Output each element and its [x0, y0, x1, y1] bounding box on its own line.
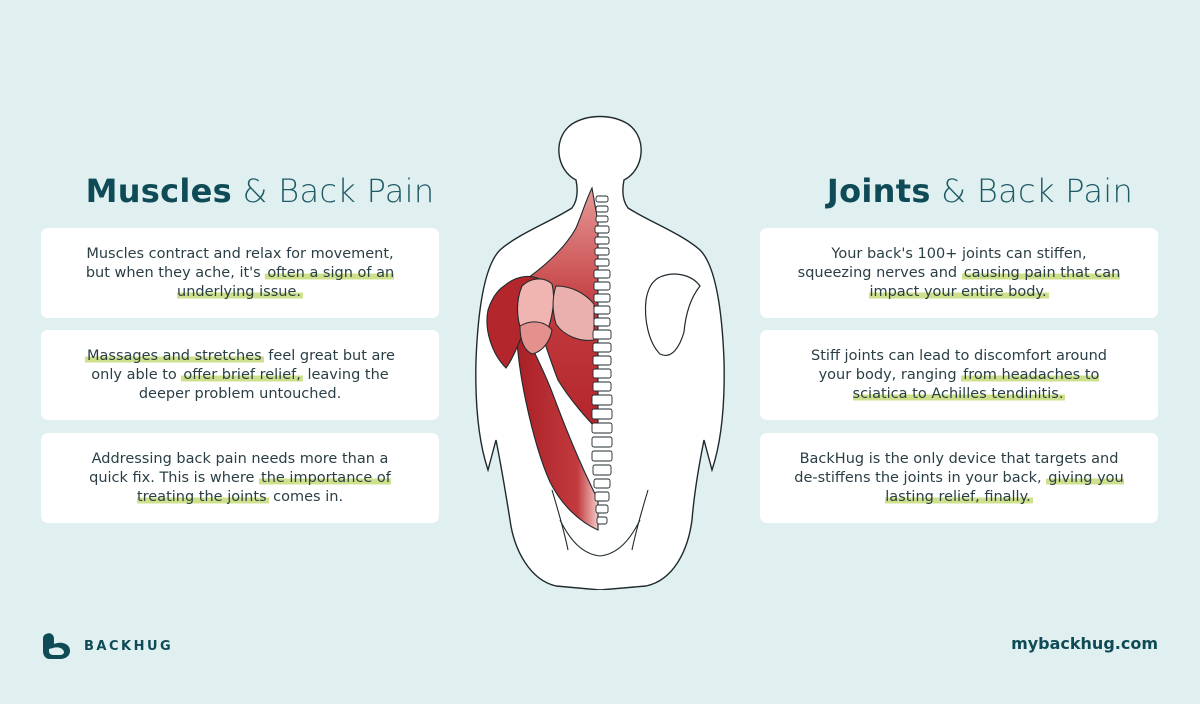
body-text: feel great but are only able to	[91, 347, 395, 383]
muscles-card-3-text: Addressing back pain needs more than a q…	[75, 450, 405, 507]
pelvis-outline	[559, 519, 641, 557]
body-outline	[475, 115, 725, 590]
backhug-logo-icon	[43, 633, 70, 659]
rhomboid-muscle	[552, 285, 595, 341]
lower-back-line-left	[551, 489, 569, 551]
muscles-card-2: Massages and stretches feel great but ar…	[41, 330, 439, 420]
body-text: Addressing back pain needs more than a q…	[89, 450, 389, 486]
joints-heading-strong: Joints	[826, 172, 931, 210]
lower-back-line-right	[631, 489, 649, 551]
muscles-card-2-text: Massages and stretches feel great but ar…	[75, 347, 405, 404]
body-text: comes in.	[268, 488, 344, 505]
muscles-heading: Muscles & Back Pain	[40, 172, 480, 210]
highlighted-text: Massages and stretches	[85, 347, 264, 364]
highlighted-text: offer brief relief,	[181, 366, 303, 383]
body-text: leaving the deeper problem untouched.	[138, 366, 389, 402]
muscles-card-3: Addressing back pain needs more than a q…	[41, 433, 439, 523]
muscles-heading-strong: Muscles	[85, 172, 233, 210]
teres-muscle	[519, 321, 553, 355]
joints-card-3: BackHug is the only device that targets …	[760, 433, 1158, 523]
latissimus-muscle	[515, 315, 599, 531]
muscles-card-1: Muscles contract and relax for movement,…	[41, 228, 439, 318]
backhug-logo[interactable]: BACKHUG	[40, 630, 173, 662]
back-anatomy-illustration	[475, 115, 725, 590]
body-text: BackHug is the only device that targets …	[794, 450, 1119, 486]
muscles-heading-rest: & Back Pain	[232, 172, 435, 210]
joints-card-3-text: BackHug is the only device that targets …	[794, 450, 1124, 507]
body-text: Stiff joints can lead to discomfort arou…	[811, 347, 1107, 383]
website-link[interactable]: mybackhug.com	[1011, 634, 1158, 653]
joints-card-1-text: Your back's 100+ joints can stiffen, squ…	[794, 245, 1124, 302]
spine	[591, 195, 613, 525]
joints-heading-rest: & Back Pain	[930, 172, 1134, 210]
body-text: Muscles contract and relax for movement,…	[85, 245, 394, 281]
brand-name: BACKHUG	[84, 638, 174, 654]
joints-card-2: Stiff joints can lead to discomfort arou…	[760, 330, 1158, 420]
joints-card-2-text: Stiff joints can lead to discomfort arou…	[794, 347, 1124, 404]
joints-card-1: Your back's 100+ joints can stiffen, squ…	[760, 228, 1158, 318]
body-text: Your back's 100+ joints can stiffen, squ…	[797, 245, 1087, 281]
right-scapula	[644, 273, 701, 356]
muscles-card-1-text: Muscles contract and relax for movement,…	[75, 245, 405, 302]
joints-heading: Joints & Back Pain	[760, 172, 1200, 210]
